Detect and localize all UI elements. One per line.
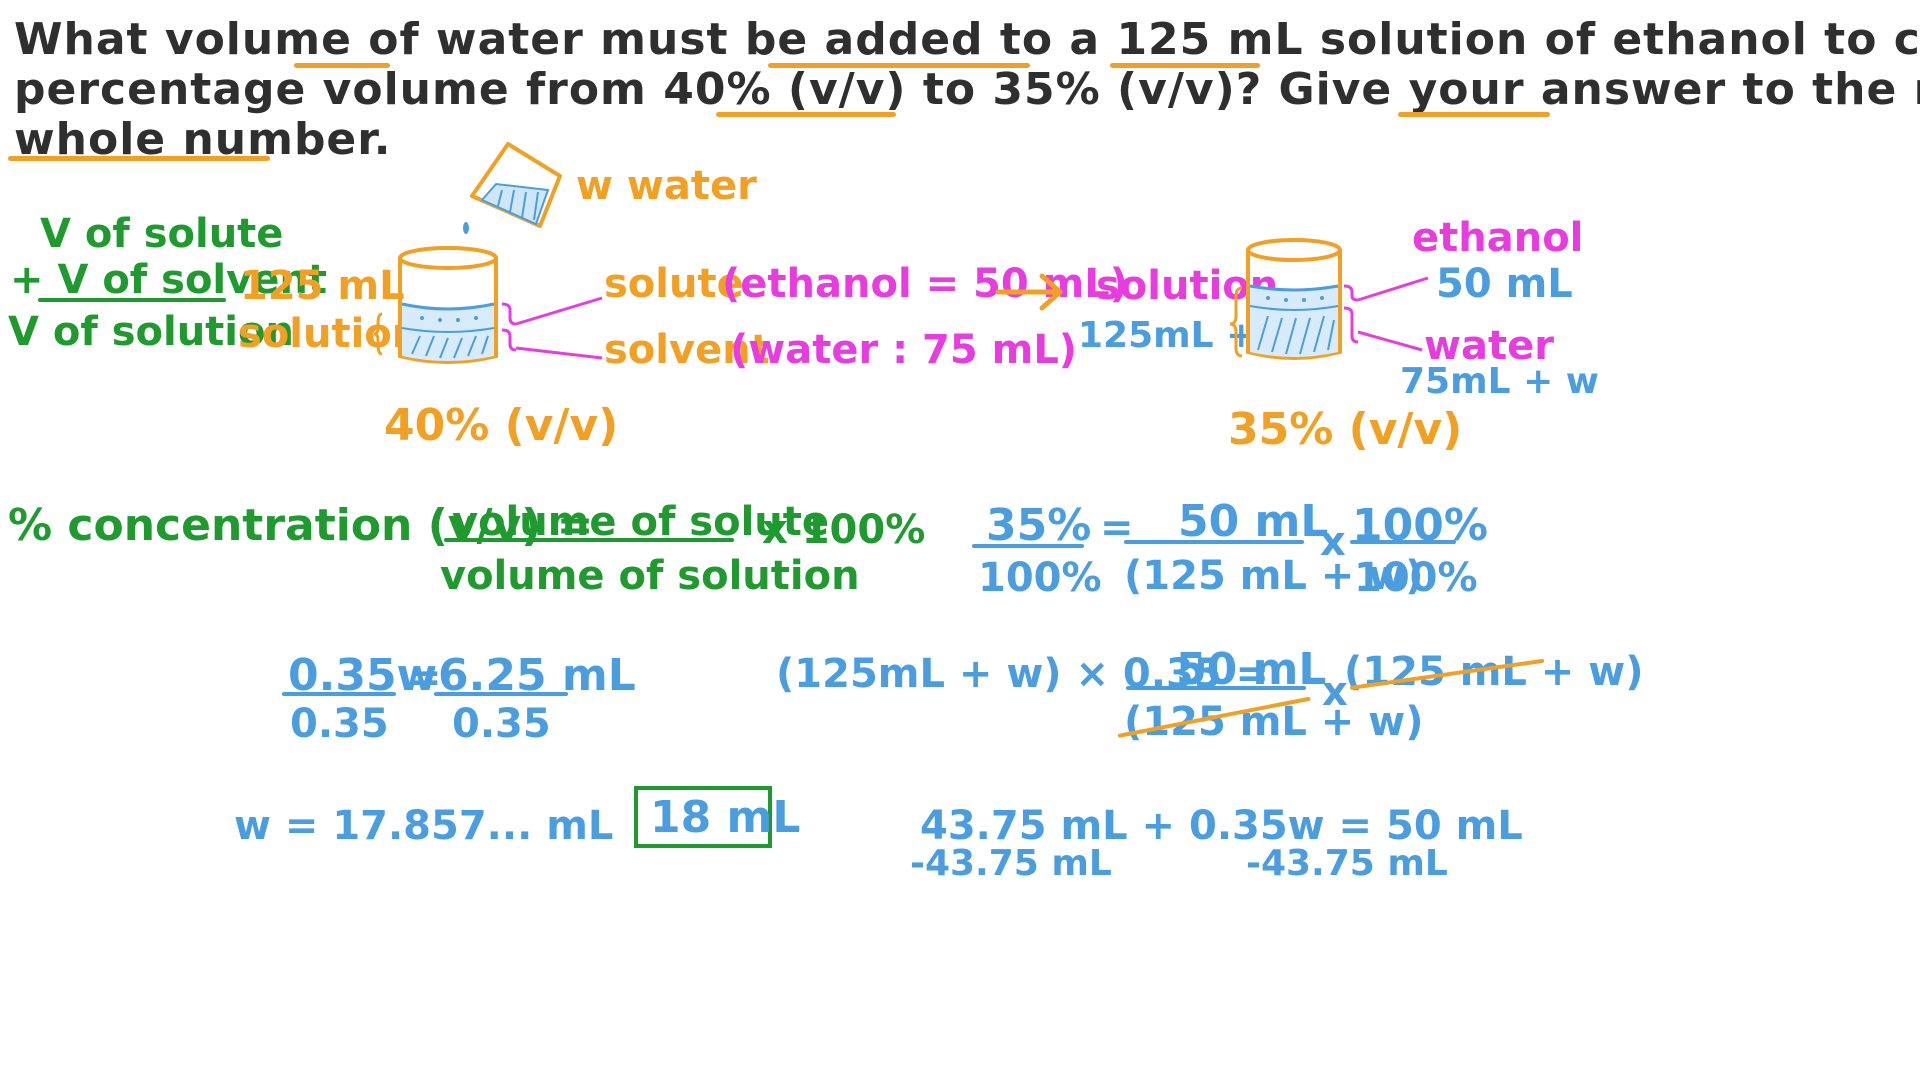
step3-den-right: 0.35 bbox=[452, 701, 551, 747]
formula-fraction-bar bbox=[444, 538, 734, 542]
step4-equation: 43.75 mL + 0.35w = 50 mL bbox=[920, 803, 1523, 849]
right-pointer-lines bbox=[1357, 276, 1429, 352]
right-ethanol-volume: 50 mL bbox=[1436, 261, 1573, 307]
sub-f2-num: 50 mL bbox=[1178, 496, 1329, 547]
step3-num-right: 6.25 mL bbox=[438, 650, 636, 701]
right-percent-label: 35% (v/v) bbox=[1228, 404, 1463, 455]
step2-times: x bbox=[1322, 669, 1348, 715]
step4-subtract-left: -43.75 mL bbox=[910, 843, 1112, 884]
step3-den-left: 0.35 bbox=[290, 701, 389, 747]
left-volume-label: 125 mL bbox=[240, 263, 405, 309]
sub-f1-num: 35% bbox=[986, 500, 1092, 551]
step3-bar-left bbox=[282, 692, 396, 696]
left-beaker-icon bbox=[373, 246, 517, 364]
formula-numerator: volume of solute bbox=[452, 499, 830, 545]
underline-35-percent bbox=[716, 112, 896, 117]
answer-box bbox=[634, 786, 772, 848]
underline-whole-number bbox=[8, 156, 270, 161]
formula-times: x 100% bbox=[762, 507, 926, 553]
sub-f1-den: 100% bbox=[978, 555, 1102, 601]
pouring-beaker-icon bbox=[463, 142, 562, 234]
underline-solution bbox=[768, 63, 1030, 68]
step2-bar bbox=[1126, 686, 1306, 690]
solute-label: solute bbox=[604, 261, 744, 307]
step4-subtract-right: -43.75 mL bbox=[1246, 843, 1448, 884]
right-water-label: water bbox=[1424, 323, 1554, 369]
step3-num-left: 0.35w bbox=[288, 650, 438, 701]
sub-f3-den: 100% bbox=[1354, 555, 1478, 601]
formula-denominator: volume of solution bbox=[440, 553, 860, 599]
sub-f3-bar bbox=[1350, 540, 1456, 544]
left-percent-label: 40% (v/v) bbox=[384, 400, 619, 451]
sub-f1-bar bbox=[972, 544, 1084, 548]
solute-pointer-line bbox=[515, 296, 603, 360]
step2-rhs: (125 mL + w) bbox=[1344, 649, 1644, 695]
sub-f2-bar bbox=[1124, 540, 1304, 544]
step2-num: 50 mL bbox=[1176, 644, 1327, 695]
sub-f2-den: (125 mL + w) bbox=[1124, 553, 1424, 599]
result-w-value: w = 17.857... mL bbox=[234, 803, 614, 849]
key-volume-of-solvent: + V of solvent bbox=[10, 257, 327, 303]
question-line-3: whole number. bbox=[14, 114, 392, 165]
step3-equals: = bbox=[408, 655, 442, 701]
key-sum-line bbox=[38, 298, 226, 302]
solute-ethanol-detail: (ethanol = 50 mL) bbox=[722, 261, 1129, 307]
key-volume-of-solution: V of solution bbox=[8, 309, 294, 355]
question-line-1: What volume of water must be added to a … bbox=[14, 14, 1920, 65]
question-line-2: percentage volume from 40% (v/v) to 35% … bbox=[14, 64, 1920, 115]
step3-bar-right bbox=[434, 692, 568, 696]
underline-water bbox=[294, 63, 390, 68]
underline-ethanol bbox=[1110, 63, 1260, 68]
key-volume-of-solute: V of solute bbox=[40, 211, 284, 257]
right-water-volume: 75mL + w bbox=[1400, 361, 1600, 402]
left-solution-label: solution bbox=[238, 311, 421, 357]
step2-den: (125 mL + w) bbox=[1124, 699, 1424, 745]
solvent-water-detail: (water : 75 mL) bbox=[730, 327, 1078, 373]
underline-nearest bbox=[1398, 112, 1550, 117]
final-answer: 18 mL bbox=[650, 792, 801, 843]
right-beaker-icon bbox=[1229, 238, 1359, 360]
arrow-right-icon bbox=[995, 273, 1063, 311]
water-label: w water bbox=[576, 163, 757, 209]
sub-times: x bbox=[1320, 519, 1346, 565]
right-ethanol-label: ethanol bbox=[1412, 215, 1584, 261]
solvent-label: solvent bbox=[604, 327, 770, 373]
